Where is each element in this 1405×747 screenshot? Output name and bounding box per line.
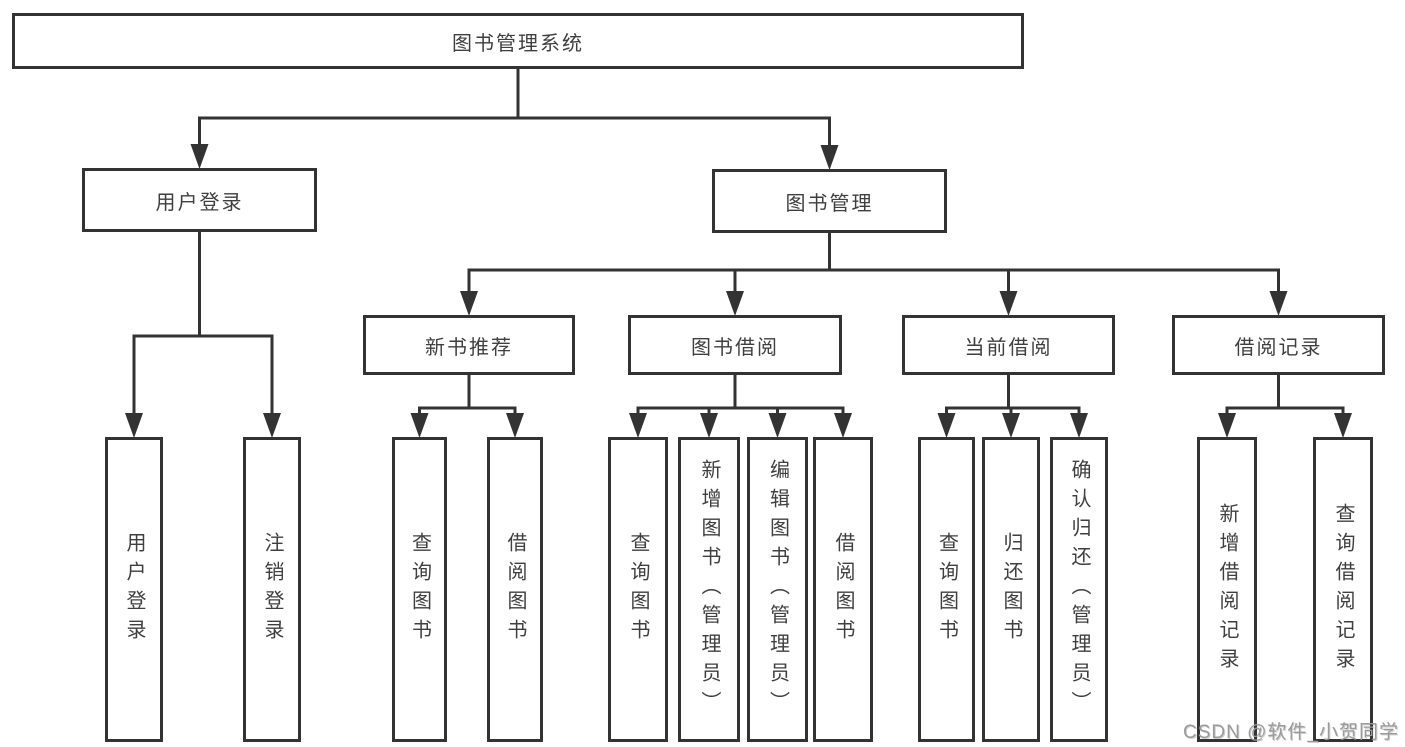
node-label: 查询图书	[408, 531, 431, 648]
arrowhead-icon	[629, 413, 647, 438]
arrowhead-icon	[190, 144, 209, 169]
node-label: 新增图书（管理员）	[698, 459, 720, 720]
node-return-books: 归还图书	[982, 437, 1040, 742]
arrowhead-icon	[937, 413, 956, 438]
arrowhead-icon	[1269, 291, 1288, 316]
node-label: 借阅图书	[504, 531, 526, 648]
node-user-login-leaf: 用户登录	[105, 437, 163, 742]
node-query-books-current: 查询图书	[918, 437, 975, 742]
arrowhead-icon	[1070, 413, 1088, 438]
node-current-borrowing: 当前借阅	[902, 315, 1115, 375]
node-label: 图书管理系统	[452, 32, 584, 55]
node-label: 确认归还（管理员）	[1068, 459, 1090, 720]
node-borrow-books-borrowing: 借阅图书	[813, 437, 873, 742]
node-book-management: 图书管理	[712, 169, 947, 233]
node-label: 新书推荐	[425, 336, 513, 359]
arrowhead-icon	[125, 413, 143, 438]
node-label: 用户登录	[155, 191, 244, 214]
arrowhead-icon	[726, 291, 744, 316]
node-label: 图书借阅	[691, 336, 779, 359]
node-edit-books-admin: 编辑图书（管理员）	[747, 437, 808, 742]
arrowhead-icon	[834, 413, 852, 438]
node-logout: 注销登录	[243, 437, 301, 742]
node-query-borrow-record: 查询借阅记录	[1313, 437, 1373, 742]
node-query-books-recommendation: 查询图书	[392, 437, 447, 742]
node-label: 查询借阅记录	[1332, 502, 1354, 677]
arrowhead-icon	[768, 413, 787, 438]
node-borrowing-records: 借阅记录	[1172, 315, 1385, 375]
arrowhead-icon	[700, 413, 718, 438]
node-label: 借阅图书	[832, 531, 854, 648]
node-add-books-admin: 新增图书（管理员）	[678, 437, 740, 742]
node-book-borrowing: 图书借阅	[628, 315, 842, 375]
node-library-management-system: 图书管理系统	[12, 13, 1024, 69]
node-add-borrow-record: 新增借阅记录	[1197, 437, 1257, 742]
node-label: 新增借阅记录	[1216, 502, 1238, 677]
node-label: 用户登录	[123, 531, 145, 648]
node-label: 编辑图书（管理员）	[766, 459, 789, 720]
arrowhead-icon	[410, 413, 429, 438]
arrowhead-icon	[460, 291, 478, 316]
node-label: 查询图书	[627, 531, 649, 648]
arrowhead-icon	[263, 413, 281, 438]
arrowhead-icon	[1334, 413, 1352, 438]
arrowhead-icon	[820, 145, 839, 170]
node-label: 图书管理	[785, 192, 874, 215]
node-label: 注销登录	[261, 531, 283, 648]
node-label: 查询图书	[935, 531, 958, 648]
arrowhead-icon	[1002, 413, 1020, 438]
node-query-books-borrowing: 查询图书	[608, 437, 668, 742]
arrowhead-icon	[999, 291, 1018, 316]
node-label: 归还图书	[1000, 531, 1022, 648]
node-confirm-return-admin: 确认归还（管理员）	[1050, 437, 1108, 742]
arrowhead-icon	[1218, 413, 1236, 438]
watermark: CSDN @软件_小贺同学	[1183, 722, 1399, 743]
arrowhead-icon	[506, 413, 524, 438]
node-label: 借阅记录	[1234, 336, 1323, 359]
node-user-login: 用户登录	[82, 168, 317, 232]
node-new-book-recommendation: 新书推荐	[363, 315, 575, 375]
node-label: 当前借阅	[964, 336, 1053, 359]
node-borrow-books-recommendation: 借阅图书	[487, 437, 543, 742]
